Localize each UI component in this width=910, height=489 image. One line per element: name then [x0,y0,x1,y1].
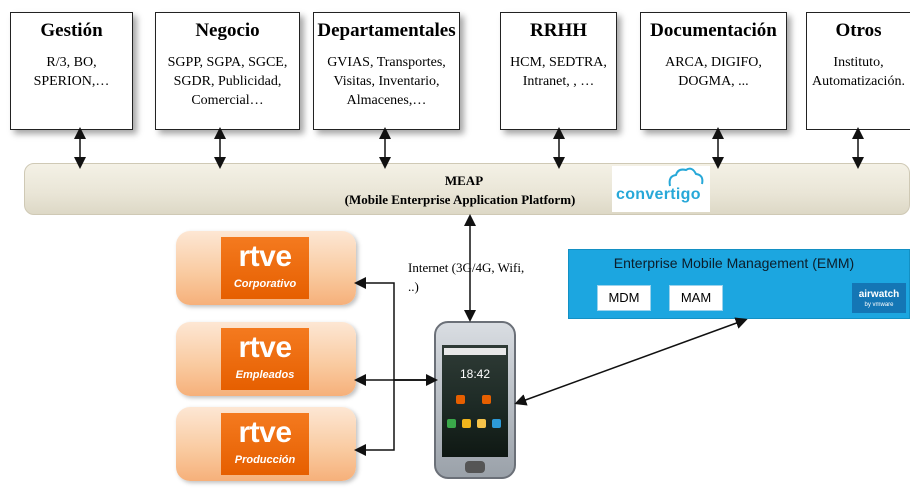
rtve-logo-word: rtve [238,331,292,364]
system-item: Instituto, [833,55,884,70]
rtve-app-icon [482,395,491,404]
mail-app-icon [477,419,486,428]
system-title: Documentación [650,20,777,41]
system-item: Almacenes,… [346,93,427,108]
rtve-logo: rtve Empleados [221,328,309,390]
mam-box: MAM [669,285,723,311]
system-box-gestion: Gestión R/3, BO, SPERION,… [10,12,133,130]
system-item: ARCA, DIGIFO, [665,55,762,70]
system-items: HCM, SEDTRA, Intranet, , … [501,53,616,91]
system-title: RRHH [530,20,587,41]
system-items: R/3, BO, SPERION,… [11,53,132,91]
system-box-documentacion: Documentación ARCA, DIGIFO, DOGMA, ... [640,12,787,130]
system-items: Instituto, Automatización. [807,53,910,91]
arrow-phone-rtve-produccion [354,379,434,456]
system-title: Gestión [40,20,103,41]
arrow-phone-rtve-corporativo [354,277,434,381]
rtve-app-produccion: rtve Producción [176,407,356,481]
system-items: ARCA, DIGIFO, DOGMA, ... [641,53,786,91]
phone-clock: 18:42 [459,367,491,381]
phone-app-icon [447,419,456,428]
system-item: SGPP, SGPA, SGCE, [167,55,288,70]
system-item: Intranet, , … [522,74,595,89]
system-title: Departamentales [317,20,456,41]
system-item: Automatización. [812,74,905,89]
meap-title: MEAP [444,173,484,188]
meap-subtitle: (Mobile Enterprise Application Platform) [344,192,576,207]
system-item: Comercial… [191,93,264,108]
system-item: SGDR, Publicidad, [173,74,282,89]
emm-title: Enterprise Mobile Management (EMM) [613,255,855,271]
system-item: GVIAS, Transportes, [327,55,446,70]
system-box-rrhh: RRHH HCM, SEDTRA, Intranet, , … [500,12,617,130]
rtve-logo: rtve Corporativo [221,237,309,299]
system-item: SPERION,… [33,74,110,89]
phone-search-bar [444,348,506,355]
browser-app-icon [492,419,501,428]
system-box-otros: Otros Instituto, Automatización. [806,12,910,130]
rtve-app-label: Producción [234,454,296,466]
system-items: GVIAS, Transportes, Visitas, Inventario,… [314,53,459,110]
home-button [465,461,485,473]
rtve-app-label: Empleados [235,369,295,381]
system-item: HCM, SEDTRA, [510,55,607,70]
system-box-departamentales: Departamentales GVIAS, Transportes, Visi… [313,12,460,130]
system-box-negocio: Negocio SGPP, SGPA, SGCE, SGDR, Publicid… [155,12,300,130]
system-item: Visitas, Inventario, [333,74,440,89]
rtve-app-icon [456,395,465,404]
airwatch-logo: airwatch by vmware [852,283,906,313]
rtve-logo: rtve Producción [221,413,309,475]
rtve-logo-word: rtve [238,416,292,449]
rtve-app-corporativo: rtve Corporativo [176,231,356,305]
system-title: Otros [835,20,882,41]
arrow-phone-emm [514,317,748,406]
mdm-box: MDM [597,285,651,311]
cloud-icon [668,167,704,187]
system-item: DOGMA, ... [678,74,749,89]
rtve-app-empleados: rtve Empleados [176,322,356,396]
phone-screen: 18:42 [442,345,508,457]
rtve-app-label: Corporativo [233,278,297,290]
convertigo-logo-text: convertigo [616,186,701,203]
system-item: R/3, BO, [46,55,97,70]
airwatch-logo-text: airwatch [858,289,900,300]
messages-app-icon [462,419,471,428]
system-items: SGPP, SGPA, SGCE, SGDR, Publicidad, Come… [156,53,299,110]
airwatch-logo-sub: by vmware [864,302,894,308]
system-title: Negocio [195,20,260,41]
meap-platform-bar [24,163,910,215]
rtve-logo-word: rtve [238,240,292,273]
convertigo-logo: convertigo [612,166,710,212]
